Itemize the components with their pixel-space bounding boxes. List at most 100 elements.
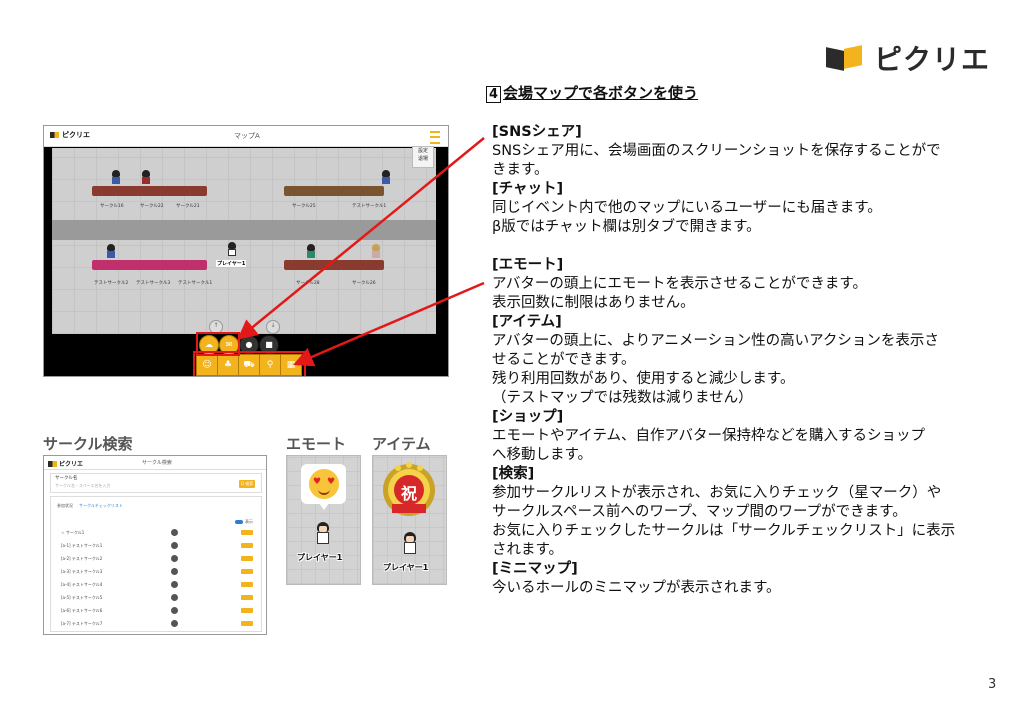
venue-aisle: [52, 220, 436, 240]
hamburger-menu-icon[interactable]: [430, 131, 440, 144]
list-item[interactable]: [a-7] テストサークル7: [61, 619, 253, 629]
cs-search-input[interactable]: サークル名・スペース名を入力: [55, 483, 111, 488]
section-line: 今いるホールのミニマップが表示されます。: [492, 580, 781, 596]
booth-label: サークル21: [176, 204, 200, 209]
section-title-minimap: [ミニマップ]: [492, 561, 578, 577]
booth-label: テストサークル1: [352, 204, 387, 209]
logo-mark-icon: [826, 45, 864, 71]
section-line: 参加サークルリストが表示され、お気に入りチェック（星マーク）や: [492, 485, 942, 501]
section-line: （テストマップでは残数は減りません）: [492, 390, 753, 406]
highlight-box-top: [196, 332, 240, 356]
booth-label: テストサークル3: [136, 281, 171, 286]
warp-icon[interactable]: [171, 568, 178, 575]
section-line: サークルスペース前へのワープ、マップ間のワープができます。: [492, 504, 907, 520]
cs-tabs: 参加状況 サークルチェックリスト: [57, 503, 123, 509]
section-title-item: [アイテム]: [492, 314, 562, 330]
description: [SNSシェア] SNSシェア用に、会場画面のスクリーンショットを保存することが…: [492, 123, 982, 598]
list-item[interactable]: [a-6] テストサークル6: [61, 606, 253, 616]
row-name: [a-3] テストサークル3: [61, 569, 103, 574]
npc-avatar: [142, 170, 150, 184]
player-name-label: プレイヤー1: [383, 563, 429, 572]
row-action-button[interactable]: [241, 569, 253, 574]
list-item[interactable]: ☆ サークル1: [61, 528, 253, 538]
heading-text: 会場マップで各ボタンを使う: [503, 84, 699, 102]
circle-search-screenshot: ピクリエ サークル検索 サークル名 サークル名・スペース名を入力 Q 検索 参加…: [43, 455, 267, 635]
cs-toggle[interactable]: 表示: [235, 519, 253, 525]
section-title-sns: [SNSシェア]: [492, 124, 582, 140]
game-map-title: マップA: [234, 132, 260, 140]
list-item[interactable]: [a-5] テストサークル5: [61, 593, 253, 603]
celebration-badge-icon: [383, 462, 435, 516]
warp-icon[interactable]: [171, 529, 178, 536]
row-name: ☆ サークル1: [61, 530, 85, 535]
section-title-search: [検索]: [492, 466, 535, 482]
row-name: [a-7] テストサークル7: [61, 621, 103, 626]
circle-search-header: ピクリエ サークル検索: [44, 456, 266, 470]
player-avatar: [228, 242, 236, 256]
exit-label: 退場: [417, 156, 428, 162]
list-item[interactable]: [a-1] テストサークル1: [61, 541, 253, 551]
item-preview-card: 祝 プレイヤー1: [372, 455, 447, 585]
section-line: 表示回数に制限はありません。: [492, 295, 695, 311]
list-item[interactable]: [a-2] テストサークル2: [61, 554, 253, 564]
warp-icon[interactable]: [171, 594, 178, 601]
warp-icon[interactable]: [171, 607, 178, 614]
warp-icon[interactable]: [171, 581, 178, 588]
cs-search-box: サークル名 サークル名・スペース名を入力 Q 検索: [50, 473, 262, 493]
row-action-button[interactable]: [241, 621, 253, 626]
row-action-button[interactable]: [241, 556, 253, 561]
cs-title: サークル検索: [142, 460, 172, 466]
game-logo: ピクリエ: [50, 130, 90, 140]
row-name: [a-4] テストサークル4: [61, 582, 103, 587]
booth-label: テストサークル1: [178, 281, 213, 286]
cs-result-list: 参加状況 サークルチェックリスト 表示 ☆ サークル1 [a-1] テストサークル…: [50, 496, 262, 632]
scroll-down-icon[interactable]: ↓: [266, 320, 280, 334]
section-title-shop: [ショップ]: [492, 409, 564, 425]
tab-all[interactable]: 参加状況: [57, 503, 73, 508]
cs-field-label: サークル名: [55, 476, 78, 481]
row-action-button[interactable]: [241, 543, 253, 548]
player-name-label: プレイヤー1: [297, 553, 343, 562]
row-name: [a-2] テストサークル2: [61, 556, 103, 561]
heading-number: 4: [486, 86, 502, 103]
row-action-button[interactable]: [241, 595, 253, 600]
brand-logo: ピクリエ: [826, 38, 990, 78]
booth-table: [92, 186, 207, 196]
booth-table: [284, 186, 384, 196]
logo-mark-icon: [48, 460, 57, 467]
tab-checklist[interactable]: サークルチェックリスト: [79, 503, 123, 508]
cs-logo: ピクリエ: [48, 459, 83, 468]
booth-label: サークル25: [292, 204, 316, 209]
row-action-button[interactable]: [241, 582, 253, 587]
list-item[interactable]: [a-3] テストサークル3: [61, 567, 253, 577]
npc-avatar: [372, 244, 380, 258]
warp-icon[interactable]: [171, 620, 178, 627]
warp-icon[interactable]: [171, 542, 178, 549]
npc-avatar: [382, 170, 390, 184]
booth-label: サークル28: [296, 281, 320, 286]
cs-logo-text: ピクリエ: [59, 461, 84, 468]
player-avatar: [317, 522, 329, 544]
npc-avatar: [307, 244, 315, 258]
speech-bubble: ♥♥: [301, 464, 346, 510]
section-line: されます。: [492, 542, 564, 558]
game-screenshot: ピクリエ マップA サークル16 サークル22 サークル21 サークル25 テス…: [43, 125, 449, 377]
heart-eyes-emoji-icon: ♥♥: [309, 469, 339, 499]
section-line: きます。: [492, 162, 549, 178]
booth-label: サークル22: [140, 204, 164, 209]
row-action-button[interactable]: [241, 608, 253, 613]
booth-label: サークル26: [352, 281, 376, 286]
section-line: β版ではチャット欄は別タブで開きます。: [492, 219, 761, 235]
section-line: 残り利用回数があり、使用すると減少します。: [492, 371, 795, 387]
npc-avatar: [107, 244, 115, 258]
section-line: SNSシェア用に、会場画面のスクリーンショットを保存することがで: [492, 143, 941, 159]
sns-share-button[interactable]: ☁: [199, 335, 219, 355]
venue-floor: サークル16 サークル22 サークル21 サークル25 テストサークル1 テスト…: [52, 148, 436, 334]
warp-icon[interactable]: [171, 555, 178, 562]
cs-toggle-label: 表示: [245, 519, 253, 524]
row-action-button[interactable]: [241, 530, 253, 535]
settings-exit-button[interactable]: 設定退場: [412, 146, 434, 168]
cs-search-button[interactable]: Q 検索: [239, 480, 255, 488]
list-item[interactable]: [a-4] テストサークル4: [61, 580, 253, 590]
